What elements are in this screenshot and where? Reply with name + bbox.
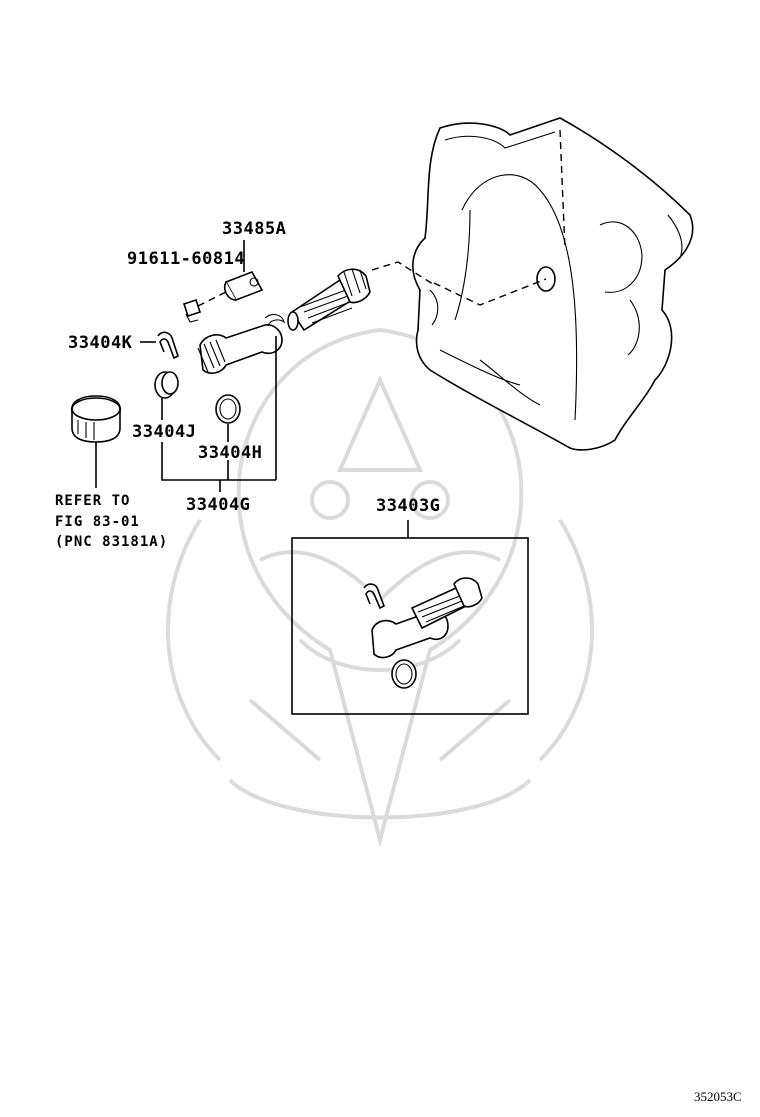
group-bracket [161, 442, 276, 492]
oil-seal [154, 371, 179, 420]
transmission-housing [412, 117, 694, 451]
label-33404K: 33404K [68, 333, 133, 353]
driven-gear-sleeve [197, 313, 285, 480]
reference-line-2: FIG 83-01 [55, 514, 140, 530]
label-33485A: 33485A [222, 219, 286, 239]
reference-line-3: (PNC 83181A) [55, 534, 168, 550]
bolt [182, 291, 227, 323]
sleeve-retainer [223, 240, 264, 301]
diagram-code: 352053C [694, 1089, 742, 1104]
speed-sensor-cup [71, 395, 121, 488]
o-ring [215, 394, 241, 442]
label-33403G: 33403G [376, 496, 440, 516]
label-33404G: 33404G [186, 495, 250, 515]
label-91611-60814: 91611-60814 [127, 249, 245, 269]
assembly-box-33403G [291, 520, 529, 715]
speedometer-driven-gear [287, 268, 371, 332]
reference-line-1: REFER TO [55, 493, 130, 509]
assembly-line [371, 261, 437, 287]
label-33404J: 33404J [132, 422, 196, 442]
clip [140, 331, 179, 360]
label-33404H: 33404H [198, 443, 262, 463]
